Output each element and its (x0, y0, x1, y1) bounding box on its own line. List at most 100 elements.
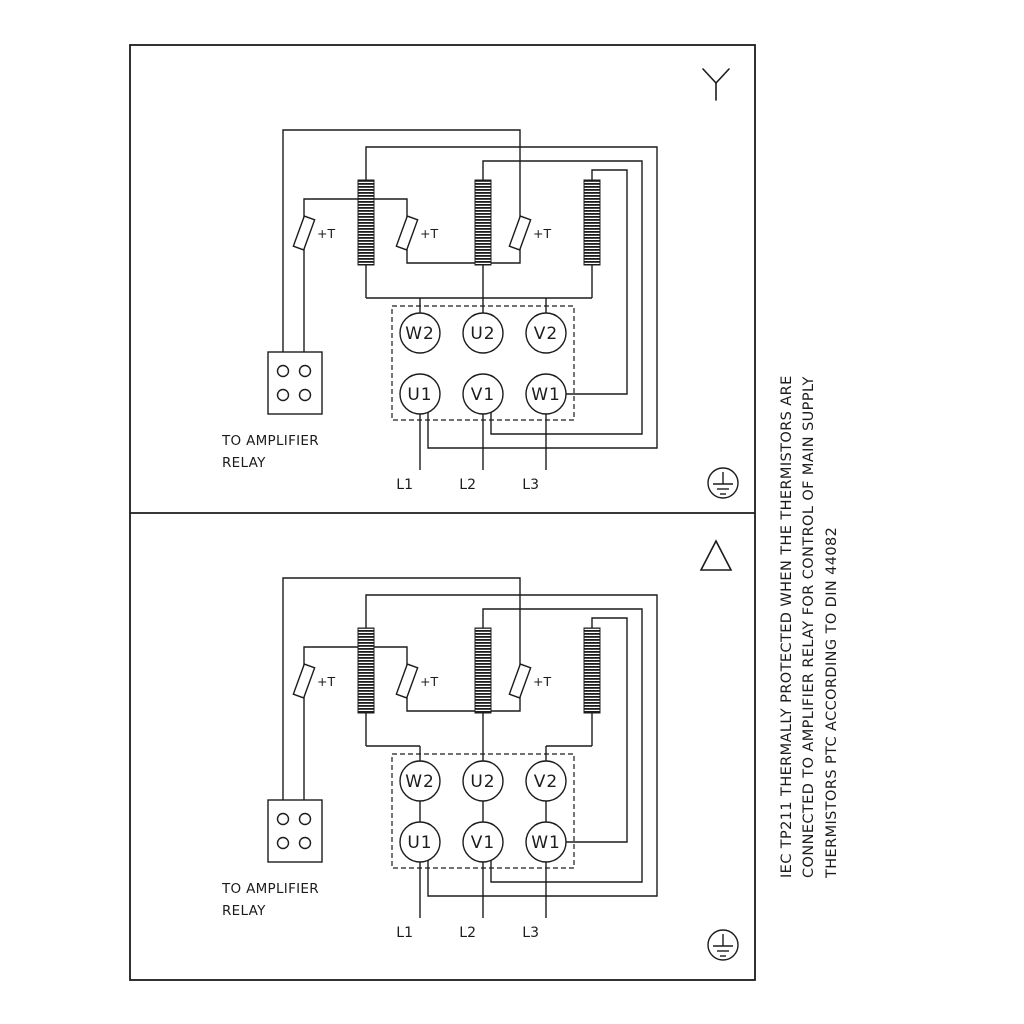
relay-terminal (298, 812, 312, 826)
side-note-line3: THERMISTORS PTC ACCORDING TO DIN 44082 (824, 527, 840, 879)
thermistor-3: +T (508, 215, 551, 251)
motor-winding-2 (474, 179, 492, 266)
terminal-label: W1 (531, 385, 561, 405)
ptc-thermistor-icon (395, 663, 419, 699)
panel-star: +T +T +T W2 (221, 68, 739, 499)
terminal-u1: U1 (399, 821, 441, 863)
motor-winding-3 (583, 627, 601, 714)
wire-segment (406, 248, 521, 264)
terminal-w2: W2 (399, 312, 441, 354)
amplifier-relay-block: TO AMPLIFIER RELAY (221, 799, 323, 919)
motor-winding-1 (357, 179, 375, 266)
thermistor-2: +T (395, 215, 438, 251)
terminal-label: V1 (471, 385, 495, 405)
terminal-label: U1 (407, 833, 432, 853)
terminal-u2: U2 (462, 760, 504, 802)
wire-segment (365, 146, 658, 449)
ptc-thermistor-icon (292, 215, 316, 251)
relay-terminal (298, 388, 312, 402)
terminal-label: V2 (534, 772, 558, 792)
terminal-label: U2 (470, 324, 495, 344)
motor-winding-3 (583, 179, 601, 266)
terminal-label: W1 (531, 833, 561, 853)
terminal-w1: W1 (525, 373, 567, 415)
terminal-w1: W1 (525, 821, 567, 863)
terminal-circle (462, 312, 504, 354)
terminal-label: V2 (534, 324, 558, 344)
relay-note-line1: TO AMPLIFIER (221, 433, 319, 449)
terminal-w2: W2 (399, 760, 441, 802)
wire-segment (365, 594, 658, 897)
relay-note-line1: TO AMPLIFIER (221, 881, 319, 897)
thermistor-1: +T (292, 663, 335, 699)
thermistor-3: +T (508, 663, 551, 699)
terminal-v1: V1 (462, 373, 504, 415)
terminal-circle (525, 760, 567, 802)
supply-label-l1: L1 (396, 477, 413, 493)
terminal-label: U1 (407, 385, 432, 405)
terminal-circle (525, 312, 567, 354)
winding-loop-wires (365, 594, 658, 897)
thermistor-chain-wires (282, 577, 521, 800)
terminal-circle (399, 312, 441, 354)
supply-label-l3: L3 (522, 477, 539, 493)
thermistor-label: +T (317, 674, 335, 689)
thermistor-label: +T (420, 226, 438, 241)
panel-delta: +T +T +T (221, 539, 739, 961)
relay-terminal (276, 812, 290, 826)
terminal-u2: U2 (462, 312, 504, 354)
supply-leads: L1 L2 L3 (396, 862, 547, 941)
relay-note-line2: RELAY (222, 903, 266, 919)
ptc-thermistor-icon (508, 215, 532, 251)
winding-loop-wires (365, 146, 658, 449)
terminal-v2: V2 (525, 312, 567, 354)
relay-note-line2: RELAY (222, 455, 266, 471)
star-connection-icon (702, 68, 730, 101)
terminal-label: W2 (405, 324, 435, 344)
wire-segment (303, 646, 408, 666)
terminal-v2: V2 (525, 760, 567, 802)
side-note: IEC TP211 THERMALLY PROTECTED WHEN THE T… (779, 375, 840, 879)
ptc-thermistor-icon (508, 663, 532, 699)
wire-segment (566, 169, 628, 395)
relay-terminal-box (267, 351, 323, 415)
relay-terminal (298, 364, 312, 378)
terminal-label: U2 (470, 772, 495, 792)
supply-label-l3: L3 (522, 925, 539, 941)
thermistor-2: +T (395, 663, 438, 699)
supply-label-l2: L2 (459, 925, 476, 941)
wire-segment (482, 160, 643, 435)
wire-segment (482, 608, 643, 883)
terminal-label: V1 (471, 833, 495, 853)
terminal-label: W2 (405, 772, 435, 792)
motor-winding-2 (474, 627, 492, 714)
wire-segment (566, 617, 628, 843)
terminal-circle (399, 760, 441, 802)
wire-segment (282, 129, 521, 352)
terminal-u1: U1 (399, 373, 441, 415)
delta-connection-icon (699, 539, 733, 571)
supply-leads: L1 L2 L3 (396, 414, 547, 493)
wire-segment (406, 696, 521, 712)
thermistor-chain-wires (282, 129, 521, 352)
thermistor-label: +T (533, 226, 551, 241)
protective-earth-icon (707, 467, 739, 499)
ptc-thermistor-icon (292, 663, 316, 699)
relay-terminal (276, 388, 290, 402)
supply-label-l1: L1 (396, 925, 413, 941)
protective-earth-icon (707, 929, 739, 961)
thermistor-label: +T (420, 674, 438, 689)
motor-winding-1 (357, 627, 375, 714)
side-note-line1: IEC TP211 THERMALLY PROTECTED WHEN THE T… (779, 375, 795, 878)
supply-label-l2: L2 (459, 477, 476, 493)
amplifier-relay-block: TO AMPLIFIER RELAY (221, 351, 323, 471)
wire-segment (303, 198, 408, 218)
side-note-line2: CONNECTED TO AMPLIFIER RELAY FOR CONTROL… (801, 376, 817, 878)
star-bus-wires (365, 265, 593, 313)
relay-terminal (298, 836, 312, 850)
ptc-thermistor-icon (395, 215, 419, 251)
thermistor-label: +T (317, 226, 335, 241)
terminal-circle (462, 760, 504, 802)
